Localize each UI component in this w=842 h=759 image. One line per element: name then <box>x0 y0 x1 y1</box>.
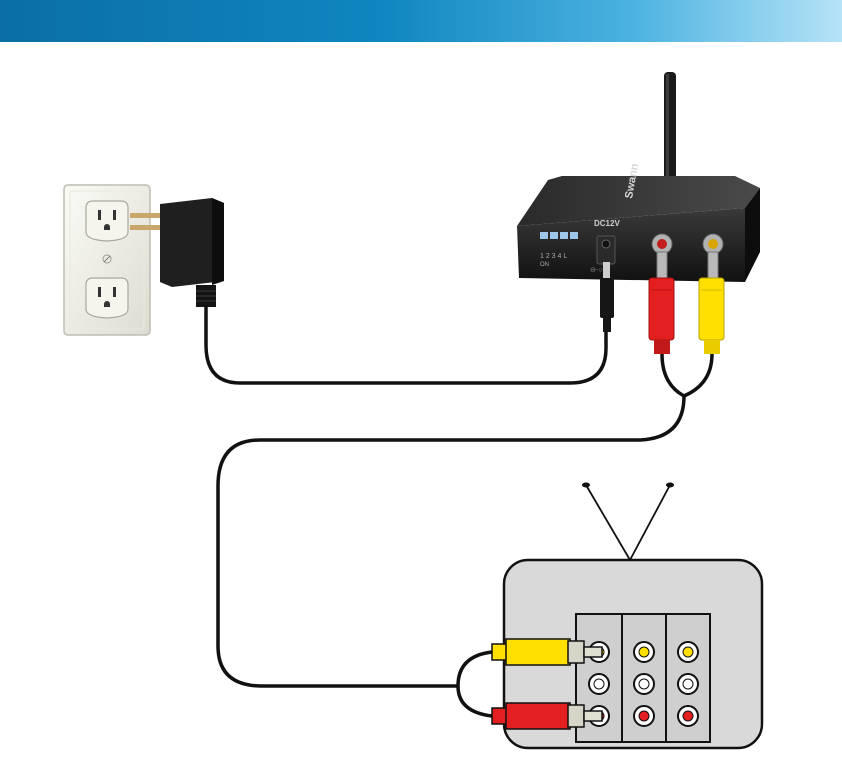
av-cable-to-video <box>458 652 492 686</box>
dip-numbers-label: 1 2 3 4 L <box>540 253 567 260</box>
dip-on-label: ON <box>540 262 549 268</box>
tv-input-panel <box>576 614 710 742</box>
wall-outlet-icon <box>64 185 150 335</box>
av-cable-from-video <box>684 354 712 396</box>
av-cable-to-audio <box>458 686 492 716</box>
power-cable <box>206 305 606 383</box>
power-port-label: DC12V <box>594 219 620 228</box>
av-cable-from-audio <box>662 354 684 396</box>
wireless-receiver-icon: Swann 1 2 3 4 L ON DC12V ⊖-○-⊕ <box>517 72 760 282</box>
